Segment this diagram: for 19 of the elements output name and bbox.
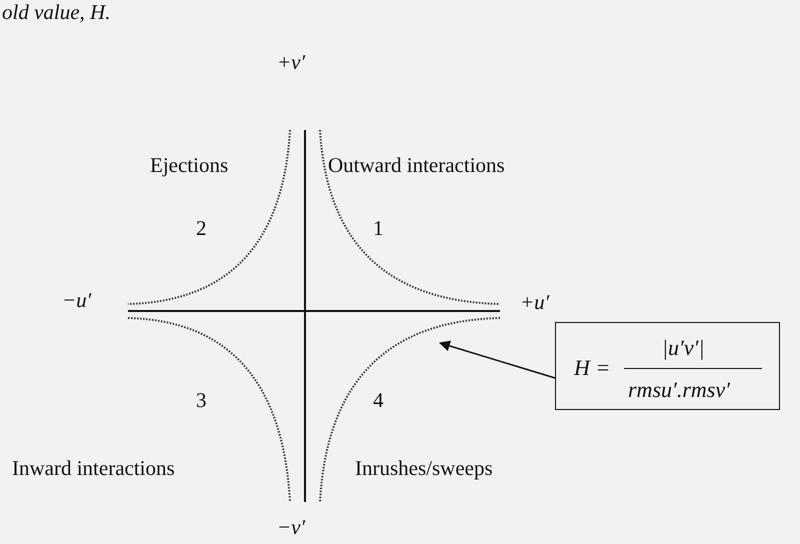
quadrant-label: Outward interactions (328, 155, 505, 176)
quadrant-number: 2 (196, 218, 206, 239)
quadrant-number: 3 (196, 390, 206, 411)
formula-numerator: |u′v′| (662, 337, 704, 359)
quadrant-label: Ejections (150, 155, 228, 176)
quadrant-label: Inward interactions (12, 458, 175, 479)
axis-label: −v′ (277, 517, 306, 538)
dotted-curve (319, 317, 500, 502)
axis-label: +v′ (277, 52, 306, 73)
quadrant-number: 1 (373, 218, 384, 239)
intro-text: old value, H. (2, 2, 110, 23)
axis-label: +u′ (520, 292, 550, 313)
axis-label: −u′ (62, 290, 92, 311)
quadrant-number: 4 (373, 390, 384, 411)
formula-term: H = (574, 357, 610, 379)
arrow (438, 340, 556, 379)
formula-denominator: rmsu′.rmsv′ (628, 379, 730, 401)
quadrant-label: Inrushes/sweeps (355, 458, 493, 479)
formula-box (555, 322, 780, 410)
